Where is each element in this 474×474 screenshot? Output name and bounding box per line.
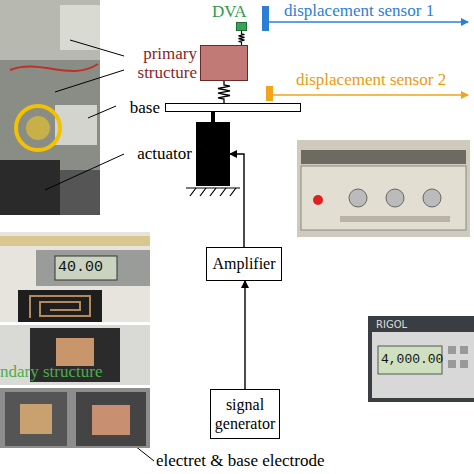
signal-arrow	[211, 112, 215, 122]
ruler	[0, 236, 150, 246]
amplifier-panel	[301, 166, 466, 230]
photo-caption: ndary structure	[0, 362, 102, 382]
amplifier-photo	[297, 140, 470, 237]
caliper-display	[55, 256, 117, 280]
photo-background	[0, 232, 150, 322]
ground-hatch	[200, 188, 206, 196]
actuator-block: actuator	[196, 122, 230, 186]
base-plate: base	[165, 103, 301, 112]
photo-background	[297, 140, 470, 237]
node-label: base	[118, 98, 160, 118]
power-light	[313, 195, 323, 205]
leader-line	[55, 70, 124, 92]
ground-line	[186, 187, 240, 188]
knob	[349, 189, 367, 207]
signal-generator-photo	[368, 316, 474, 402]
spiral-plate	[18, 290, 102, 322]
knob	[386, 189, 404, 207]
node-label: DVA	[212, 2, 256, 22]
node-label: displacement sensor 2	[296, 70, 474, 90]
process-box: signal generator	[210, 389, 280, 439]
node-label: actuator	[124, 144, 192, 164]
photo-wire	[10, 64, 98, 71]
leader-line	[88, 106, 116, 118]
leader-line	[45, 154, 124, 190]
primary-structure-box: primary structure	[200, 45, 248, 81]
sensor-beam	[269, 21, 468, 23]
photo-background	[368, 316, 474, 402]
electret-photo	[0, 388, 150, 448]
setup-photo	[0, 0, 100, 215]
generator-button	[460, 360, 468, 368]
spiral-trace	[30, 296, 90, 318]
ground-hatch	[190, 188, 196, 196]
spring-connector	[239, 31, 245, 45]
node-label: displacement sensor 1	[284, 1, 474, 21]
brand-mark: RIGOL	[376, 319, 407, 331]
ground-hatch	[210, 188, 216, 196]
generator-body	[372, 332, 474, 398]
photo-caption: electret & base electrode	[156, 451, 324, 471]
spring-connector	[218, 81, 230, 103]
photo-highlight-circle	[16, 106, 60, 150]
generator-button	[448, 346, 456, 354]
sensor-beam	[273, 94, 468, 96]
node-label: primary structure	[121, 44, 197, 82]
secondary-structure-photo	[0, 325, 150, 385]
photo-stand	[60, 170, 100, 215]
frame	[5, 392, 67, 446]
photo-disk	[26, 116, 50, 140]
sensor-bar: displacement sensor 1	[262, 6, 269, 31]
signal-arrow	[230, 154, 244, 247]
process-box: Amplifier	[206, 247, 282, 281]
display-reading: 4,000.00	[381, 352, 443, 367]
leader-line	[70, 40, 124, 56]
display-reading: 40.00	[58, 259, 103, 276]
photo-background	[0, 0, 100, 215]
caliper-photo	[0, 232, 150, 322]
signal-arrow	[244, 281, 245, 389]
node-label: signal generator	[212, 395, 278, 433]
copper-pad	[56, 338, 94, 366]
generator-button	[448, 360, 456, 368]
dva-mass: DVA	[236, 22, 247, 31]
copper-pad	[20, 404, 52, 434]
frame	[76, 392, 146, 446]
caliper-body	[36, 250, 150, 286]
photo-background	[0, 325, 150, 385]
electrode-square	[92, 405, 130, 435]
sensor-bar: displacement sensor 2	[266, 86, 273, 101]
knob	[423, 189, 441, 207]
amplifier-top-strip	[301, 150, 466, 164]
ground-hatch	[220, 188, 226, 196]
ground-hatch	[230, 188, 236, 196]
photo-wall	[0, 0, 100, 60]
node-label: Amplifier	[212, 255, 275, 273]
photo-background	[0, 388, 150, 448]
generator-button	[460, 346, 468, 354]
amplifier-trim	[340, 216, 450, 222]
ground-symbol	[186, 188, 240, 196]
